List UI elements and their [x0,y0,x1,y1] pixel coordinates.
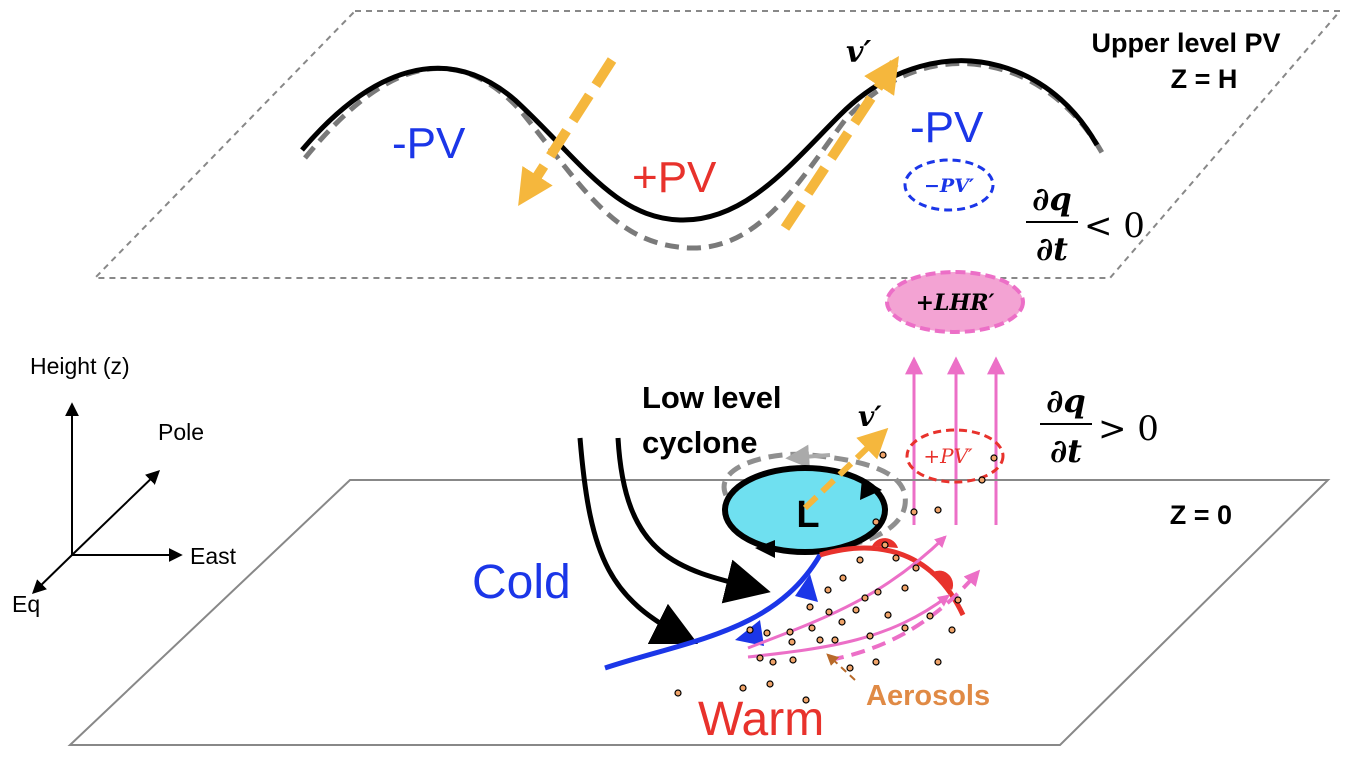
aerosol-dot [756,654,764,662]
aerosol-dot [824,586,832,594]
aerosol-dot [934,658,942,666]
aerosol-dot [789,656,797,664]
aerosol-dot [808,624,816,632]
aerosol-dot [769,658,777,666]
minus-pv-right-label: -PV [910,103,984,152]
lhr-prime-ellipse [885,270,1025,334]
aerosol-dot [831,636,839,644]
dq-dt-positive: ∂q ∂t > 0 [1040,382,1159,470]
z-zero-label: Z = 0 [1170,500,1232,530]
aerosol-dot [901,624,909,632]
aerosol-dot [839,574,847,582]
axis-east-label: East [190,543,237,569]
aerosol-dot [838,618,846,626]
cold-front-triangle-2 [795,574,818,602]
lt-zero: < 0 [1084,206,1145,246]
aerosol-dot [978,476,986,484]
cold-label: Cold [472,556,571,609]
aerosol-dot [856,556,864,564]
aerosol-dot [788,638,796,646]
warm-front [819,545,966,617]
minus-pv-prime-label: −PV′ [924,175,974,197]
lhr-prime-label: +LHR′ [916,290,995,316]
v-prime-lower-label: v′ [858,400,882,433]
inflow-arrow-inner [615,437,771,604]
axis-eq-label: Eq [12,591,40,617]
gt-zero: > 0 [1098,409,1159,449]
upper-wave-dashed [303,61,1108,251]
aerosol-dot [948,626,956,634]
axis-pole-label: Pole [158,419,204,445]
aerosol-dot [901,584,909,592]
aerosol-dot [934,506,942,514]
warm-conveyor-arrow-3 [829,569,981,662]
aerosol-dot [912,564,920,572]
upper-title-line1: Upper level PV [1091,28,1280,58]
cold-front [604,553,823,671]
aerosol-dot [763,629,771,637]
aerosol-dot [825,608,833,616]
dq-lower: ∂q [1046,382,1085,420]
aerosol-dot [910,508,918,516]
aerosol-dots [674,451,998,704]
warm-conveyor-arrow-1 [747,535,947,650]
plus-pv-prime-label: +PV′ [923,444,973,468]
aerosol-dot [881,541,889,549]
low-arrowhead-top [860,478,882,500]
low-arrowhead-bottom [755,540,775,558]
dq-upper: ∂q [1032,180,1071,218]
aerosols-label: Aerosols [866,680,990,712]
coordinate-axes [31,402,183,594]
aerosol-dot [739,684,747,692]
low-level-line1: Low level [642,380,782,415]
aerosol-dot [816,636,824,644]
dt-lower: ∂t [1050,432,1082,470]
upper-title-line2: Z = H [1171,64,1238,94]
aerosol-dot [872,658,880,666]
aerosol-dot [879,451,887,459]
minus-pv-prime-ellipse [903,158,995,212]
v-prime-upper-label: v′ [846,35,871,70]
gray-circulation-arrow [785,444,831,469]
aerosol-dot [872,518,880,526]
aerosol-dot [990,454,998,462]
aerosol-dot [861,594,869,602]
lower-level-plane [67,479,1331,746]
yellow-arrow-lower [802,427,889,511]
aerosol-dot [786,628,794,636]
aerosol-dot [866,632,874,640]
yellow-arrow-northward [780,55,900,231]
aerosol-dot [874,588,882,596]
aerosol-dot [954,596,962,604]
aerosol-dot [852,606,860,614]
upper-wave-solid [300,58,1100,223]
dq-dt-negative: ∂q ∂t < 0 [1026,180,1145,268]
yellow-arrow-southward [517,57,617,207]
aerosol-dot [766,680,774,688]
aerosols-pointer [826,653,856,681]
warm-label: Warm [698,693,824,746]
aerosol-dot [926,612,934,620]
aerosol-dot [884,611,892,619]
aerosol-dot [802,696,810,704]
aerosol-dot [746,626,754,634]
aerosol-dot [806,603,814,611]
dt-upper: ∂t [1036,230,1068,268]
aerosol-dot [674,689,682,697]
plus-pv-label: +PV [632,153,717,202]
latent-heat-arrows [905,356,1005,525]
axis-height-label: Height (z) [30,353,130,379]
warm-front-bump-2 [930,570,954,590]
low-center-label: L [796,494,819,536]
aerosol-dot [846,664,854,672]
minus-pv-left-label: -PV [392,119,466,168]
inflow-arrow-outer [577,437,699,645]
warm-conveyor-arrow-2 [747,594,950,659]
plus-pv-prime-ellipse [905,428,1005,484]
upper-level-plane [92,10,1343,279]
low-level-line2: cyclone [642,425,757,460]
aerosol-dot [892,554,900,562]
low-pressure-ellipse [722,465,888,555]
